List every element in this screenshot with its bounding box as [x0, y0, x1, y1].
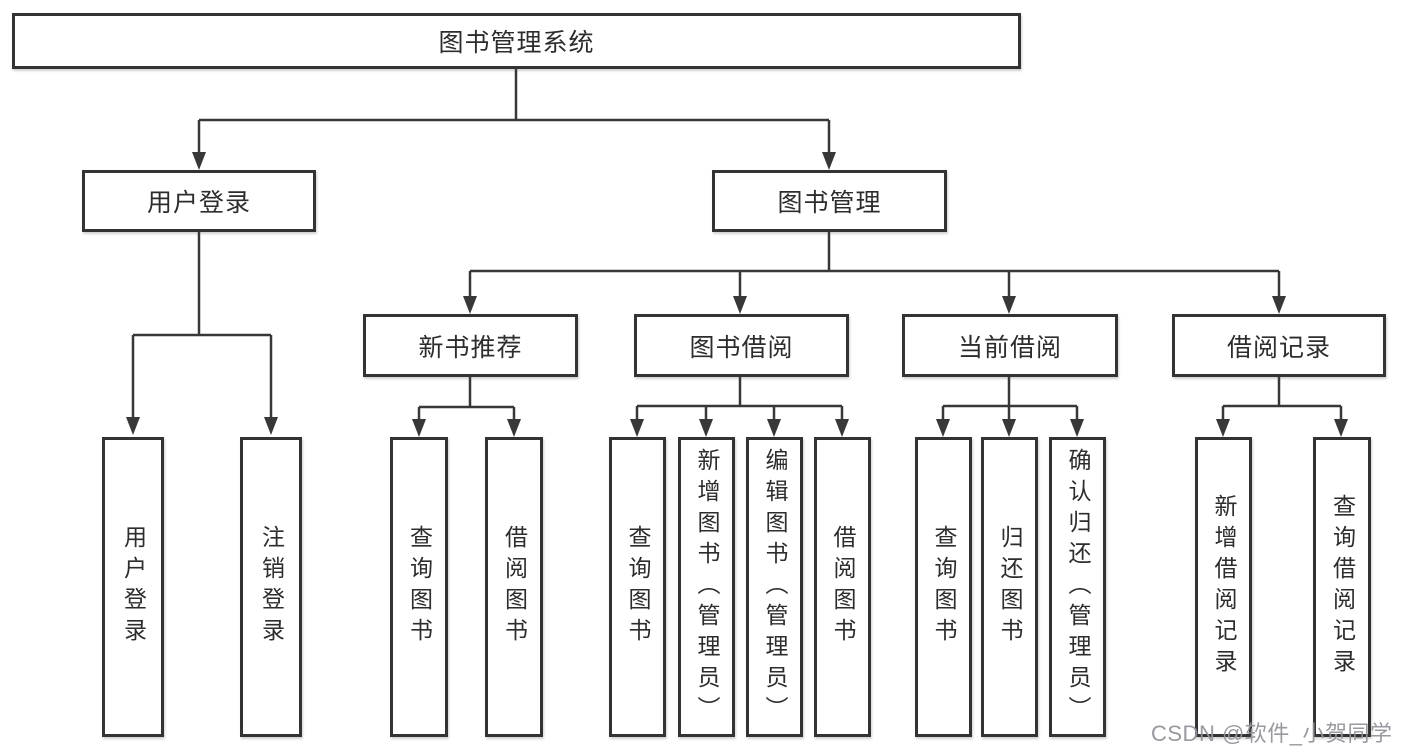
node-leaf-cb-confirm-return-admin: 确认归还（管理员）	[1049, 437, 1106, 737]
node-leaf-bb-borrow-books: 借阅图书	[814, 437, 871, 737]
node-leaf-cb-query-books: 查询图书	[915, 437, 972, 737]
node-current-borrowing: 当前借阅	[902, 314, 1118, 377]
node-leaf-br-add-record: 新增借阅记录	[1195, 437, 1252, 737]
node-leaf-user-login: 用户登录	[102, 437, 164, 737]
node-borrowing-records: 借阅记录	[1172, 314, 1386, 377]
node-user-login: 用户登录	[82, 170, 316, 232]
node-leaf-nbr-borrow-books: 借阅图书	[485, 437, 543, 737]
node-new-book-recommend: 新书推荐	[363, 314, 578, 377]
node-leaf-cb-return-books: 归还图书	[981, 437, 1038, 737]
node-book-management: 图书管理	[712, 170, 947, 232]
watermark: CSDN @软件_小贺同学	[1151, 721, 1393, 746]
node-leaf-bb-add-books-admin: 新增图书（管理员）	[678, 437, 735, 737]
node-leaf-logout: 注销登录	[240, 437, 302, 737]
node-library-management-system: 图书管理系统	[12, 13, 1021, 69]
node-leaf-bb-edit-books-admin: 编辑图书（管理员）	[746, 437, 803, 737]
node-leaf-nbr-query-books: 查询图书	[390, 437, 448, 737]
node-leaf-br-query-record: 查询借阅记录	[1313, 437, 1371, 737]
node-book-borrowing: 图书借阅	[634, 314, 849, 377]
node-leaf-bb-query-books: 查询图书	[609, 437, 666, 737]
